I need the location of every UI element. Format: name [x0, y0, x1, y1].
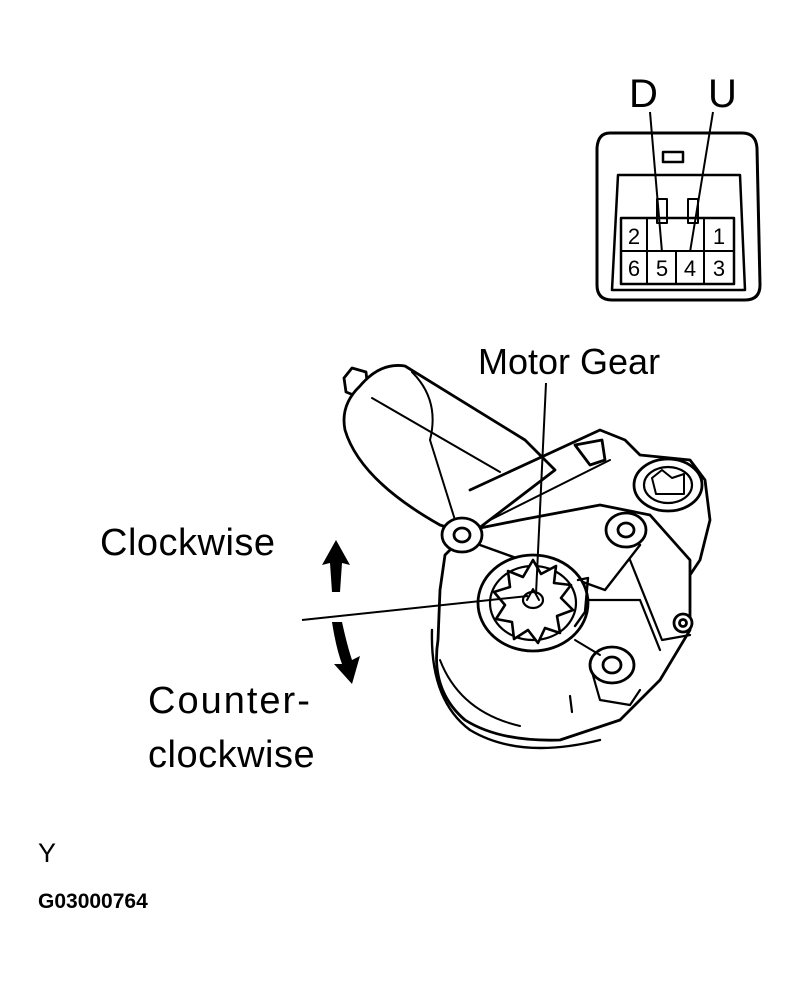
pin-5: 5: [656, 256, 668, 281]
counterclockwise-label-line2: clockwise: [148, 734, 316, 776]
clockwise-label: Clockwise: [100, 522, 276, 564]
gear-leader-lines: [301, 382, 547, 621]
pin-3: 3: [713, 256, 725, 281]
motor-gear-leader: [535, 382, 547, 595]
counterclockwise-label-line1: Counter-: [148, 680, 312, 722]
figure-id-label: G03000764: [38, 890, 148, 913]
connector-pin-numbers: 2 1 6 5 4 3: [628, 224, 725, 281]
motor-gear-label: Motor Gear: [478, 341, 661, 382]
pin-4: 4: [684, 256, 696, 281]
clockwise-arrow-icon: [322, 540, 350, 592]
terminal-u-label: U: [708, 72, 737, 116]
pin-2: 2: [628, 224, 640, 249]
pin-6: 6: [628, 256, 640, 281]
rotation-leader: [301, 595, 529, 621]
motor-assembly-drawing: [342, 364, 712, 750]
rotation-arrows: [322, 540, 360, 684]
connector-drawing: [595, 111, 762, 302]
code-label: Y: [38, 838, 57, 868]
counterclockwise-arrow-icon: [332, 622, 360, 684]
terminal-d-label: D: [629, 72, 658, 116]
pin-1: 1: [713, 224, 725, 249]
